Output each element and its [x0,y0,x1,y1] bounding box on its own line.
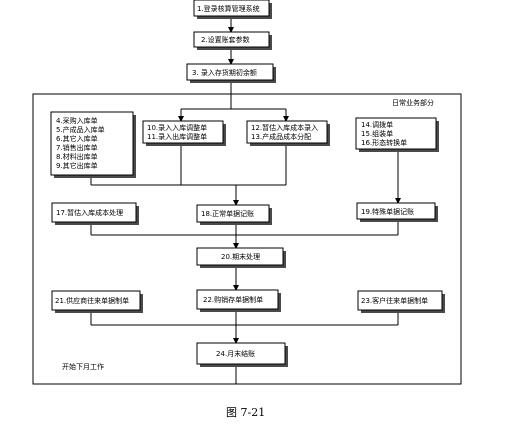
step-20-box [196,247,284,266]
inout-doc-item: 7.销售出库单 [56,143,98,152]
inout-doc-item: 6.其它入库单 [56,134,98,143]
step-2-box [193,31,270,48]
step-23-label: 23.客户往来单据制单 [361,296,428,305]
step-17-box [51,202,137,223]
figure-caption: 图 7-21 [226,406,265,419]
step-22-label: 22.购销存单据制单 [203,295,263,304]
step-19-box [356,202,436,220]
step-24-label: 24.月末结账 [216,349,255,358]
estimate-cost-box [246,120,328,144]
step-3-box [186,63,274,81]
transfer-doc-item: 15.组装单 [361,129,393,138]
step-18-label: 18.正常单据记账 [201,209,254,218]
inout-doc-item: 5.产成品入库单 [56,125,105,134]
adjustment-documents-box [142,120,224,144]
step-17-label: 17.暂估入库成本处理 [56,208,123,217]
daily-section-label: 日常业务部分 [392,98,434,107]
transfer-doc-item: 14.调拨单 [361,120,393,129]
step-20-label: 20.期末处理 [221,252,260,261]
transfer-documents-box [355,117,437,150]
inout-doc-item: 8.材料出库单 [56,152,98,161]
adjust-doc-item: 10.录入入库调整单 [147,123,207,132]
step-19-label: 19.特殊单据记账 [361,207,414,216]
step-21-label: 21.供应商往来单据制单 [55,296,129,305]
inout-documents-box [50,111,134,176]
step-23-box [357,290,443,311]
step-24-box [196,342,286,365]
step-1-box [193,0,270,17]
connectors [90,19,401,384]
step-21-box [51,290,141,311]
step-18-box [196,204,270,223]
daily-business-frame [32,93,462,385]
inout-doc-item: 4.采购入库单 [56,116,98,125]
estimate-doc-item: 12.暂估入库成本录入 [251,123,318,132]
step-2-label: 2.设置账套参数 [201,35,250,44]
step-22-box [196,289,279,310]
step-3-label: 3. 录入存货期初余额 [192,68,257,77]
estimate-doc-item: 13.产成品成本分配 [251,132,311,141]
inout-doc-item: 9.其它出库单 [56,161,98,170]
adjust-doc-item: 11.录入出库调整单 [147,132,207,141]
step-1-label: 1.登录核算管理系统 [197,4,260,13]
transfer-doc-item: 16.形态转换单 [361,138,407,147]
next-month-label: 开始下月工作 [62,362,104,371]
